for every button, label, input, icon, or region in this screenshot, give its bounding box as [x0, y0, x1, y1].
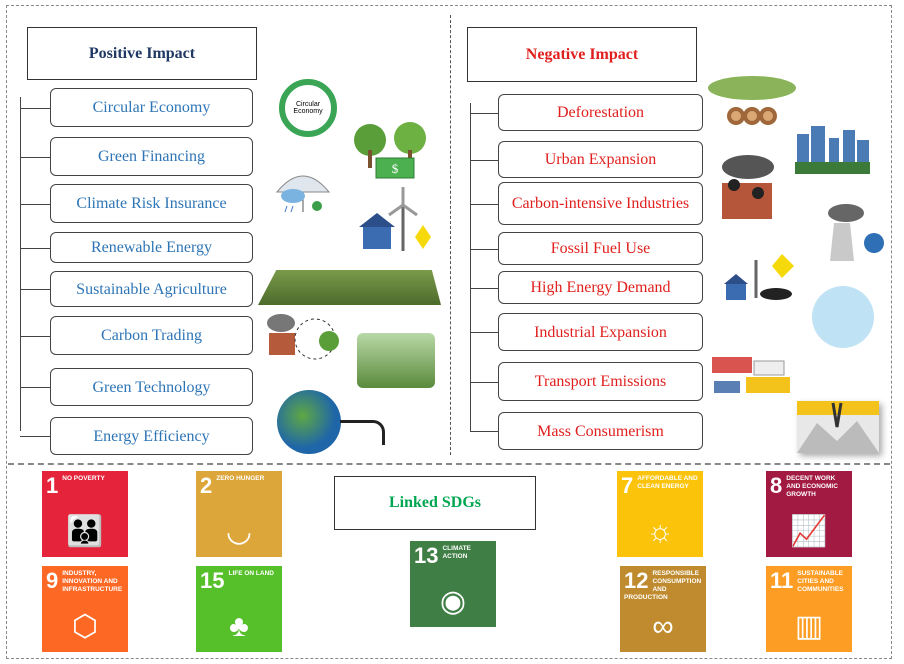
agriculture-field-icon	[258, 270, 441, 305]
negative-item-deforestation: Deforestation	[498, 94, 703, 131]
negative-bracket	[470, 103, 471, 431]
positive-item-sustainable-agriculture: Sustainable Agriculture	[50, 271, 253, 307]
linked-sdgs-header: Linked SDGs	[334, 476, 536, 530]
sdg-7-icon: ☼	[646, 515, 674, 548]
sdg-label: Zero Hunger	[216, 475, 265, 482]
negative-item-industrial-expansion: Industrial Expansion	[498, 313, 703, 351]
sdg-1-tile: 1No Poverty 👪	[42, 471, 128, 557]
sdg-12-tile: 12Responsible Consumption and Production…	[620, 566, 706, 652]
money-tree-icon: $	[352, 122, 432, 180]
sdg-11-icon: ▥	[794, 610, 824, 643]
sdg-13-tile: 13Climate Action ◉	[410, 541, 496, 627]
connector-line	[20, 335, 50, 337]
connector-line	[470, 332, 500, 333]
negative-item-high-energy-demand: High Energy Demand	[498, 271, 703, 304]
negative-item-urban-expansion: Urban Expansion	[498, 141, 703, 178]
positive-item-climate-risk-insurance: Climate Risk Insurance	[50, 184, 253, 223]
connector-line	[470, 203, 500, 205]
sdg-label: Climate Action	[442, 545, 471, 560]
sdg-number: 2	[200, 473, 213, 498]
circular-economy-icon: Circular Economy	[279, 79, 337, 137]
earth-globe-icon	[277, 390, 341, 454]
sdg-label: Decent Work and Economic Growth	[786, 475, 838, 498]
sdg-number: 13	[414, 543, 439, 568]
carbon-trading-icon	[265, 311, 347, 369]
positive-item-green-technology: Green Technology	[50, 368, 253, 406]
renewable-energy-icon	[355, 185, 433, 255]
connector-line	[470, 287, 500, 289]
industrial-expansion-icon	[812, 286, 874, 348]
connector-line	[20, 436, 50, 437]
connector-line	[20, 289, 50, 290]
sdg-number: 1	[46, 473, 59, 498]
connector-line	[20, 203, 50, 205]
sdg-label: Affordable and Clean Energy	[637, 475, 698, 490]
connector-line	[20, 247, 50, 249]
positive-item-circular-economy: Circular Economy	[50, 88, 253, 127]
green-technology-icon	[357, 333, 435, 388]
deforestation-icon	[706, 76, 798, 128]
negative-impact-header: Negative Impact	[467, 27, 697, 82]
connector-line	[20, 387, 50, 388]
connector-line	[470, 248, 500, 250]
connector-line	[20, 156, 50, 158]
sdg-label: No Poverty	[62, 475, 105, 482]
sdg-9-icon: ⬡	[71, 610, 99, 643]
climate-insurance-icon	[273, 166, 333, 218]
sdg-number: 7	[621, 473, 634, 498]
sdg-label: Life on Land	[228, 570, 274, 577]
positive-bracket	[20, 97, 21, 431]
sdg-9-tile: 9Industry, Innovation and Infrastructure…	[42, 566, 128, 652]
sdg-number: 9	[46, 568, 59, 593]
transport-emissions-icon	[710, 351, 792, 399]
sdg-number: 15	[200, 568, 225, 593]
svg-text:$: $	[392, 161, 399, 176]
sdg-15-tile: 15Life on Land ♣	[196, 566, 282, 652]
sdg-number: 8	[770, 473, 783, 498]
sdg-label: Responsible Consumption and Production	[624, 570, 702, 601]
negative-item-carbon-intensive-industries: Carbon-intensive Industries	[498, 182, 703, 225]
connector-line	[20, 107, 50, 109]
sdg-number: 11	[770, 568, 794, 593]
sdg-2-icon: ◡	[225, 515, 253, 548]
sdg-2-tile: 2Zero Hunger ◡	[196, 471, 282, 557]
connector-line	[470, 431, 500, 432]
column-divider	[450, 15, 451, 455]
fossil-fuel-icon	[820, 203, 890, 263]
sdg-number: 12	[624, 568, 649, 593]
negative-item-transport-emissions: Transport Emissions	[498, 362, 703, 401]
sdg-13-icon: ◉	[439, 585, 467, 618]
power-plug-icon	[340, 420, 385, 445]
energy-demand-icon	[722, 240, 800, 300]
section-divider	[8, 463, 890, 465]
positive-impact-header: Positive Impact	[27, 27, 257, 80]
diagram-frame	[6, 5, 892, 659]
sdg-label: Sustainable Cities and Communities	[797, 570, 844, 593]
connector-line	[470, 159, 500, 161]
positive-item-energy-efficiency: Energy Efficiency	[50, 417, 253, 455]
positive-item-carbon-trading: Carbon Trading	[50, 316, 253, 355]
sdg-7-tile: 7Affordable and Clean Energy ☼	[617, 471, 703, 557]
connector-line	[470, 112, 500, 114]
mass-consumerism-icon	[797, 401, 879, 453]
sdg-11-tile: 11Sustainable Cities and Communities ▥	[766, 566, 852, 652]
sdg-label: Industry, Innovation and Infrastructure	[62, 570, 123, 593]
negative-item-mass-consumerism: Mass Consumerism	[498, 412, 703, 450]
sdg-1-icon: 👪	[66, 515, 104, 548]
sdg-8-tile: 8Decent Work and Economic Growth 📈	[766, 471, 852, 557]
connector-line	[470, 381, 500, 383]
sdg-12-icon: ∞	[652, 610, 674, 643]
positive-item-renewable-energy: Renewable Energy	[50, 232, 253, 263]
sdg-15-icon: ♣	[229, 610, 249, 643]
carbon-factory-icon	[718, 153, 776, 219]
positive-item-green-financing: Green Financing	[50, 137, 253, 176]
negative-item-fossil-fuel-use: Fossil Fuel Use	[498, 232, 703, 265]
urban-expansion-icon	[795, 124, 870, 174]
sdg-8-icon: 📈	[790, 515, 828, 548]
